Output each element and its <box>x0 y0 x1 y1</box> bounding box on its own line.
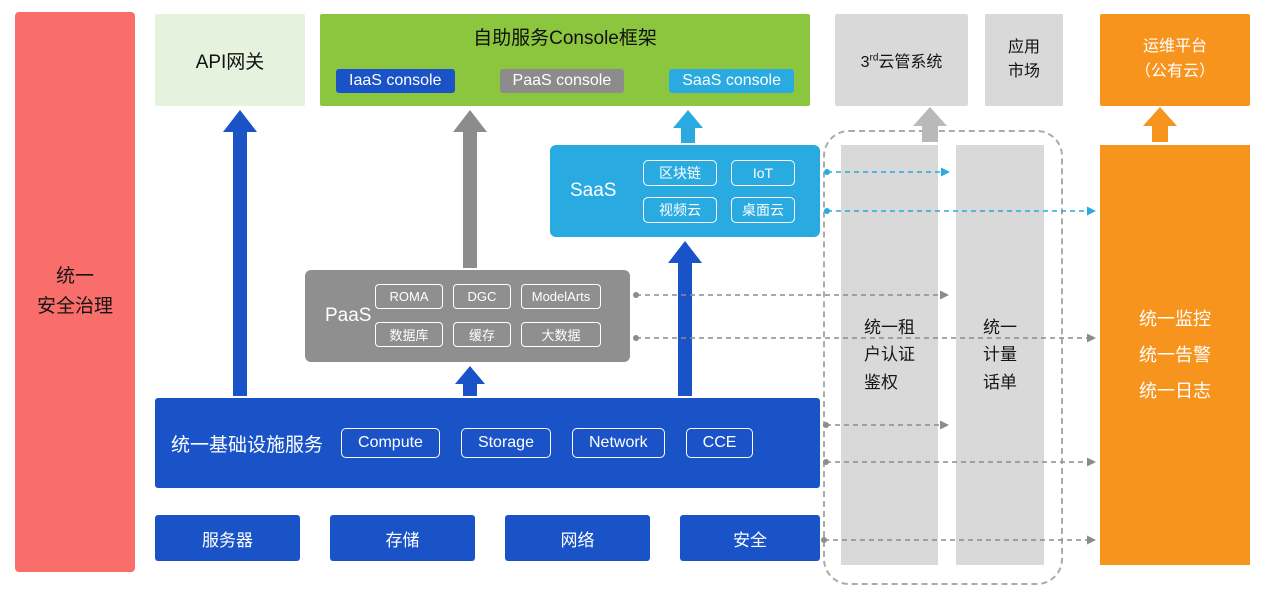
paas-item-roma: ROMA <box>375 284 443 309</box>
api-gateway-label: API网关 <box>195 51 265 73</box>
paas-item-database: 数据库 <box>375 322 443 347</box>
paas-label: PaaS <box>325 305 372 326</box>
om-platform-label: 运维平台 （公有云） <box>1134 38 1215 80</box>
app-market-box: 应用 市场 <box>985 14 1063 106</box>
saas-item-blockchain: 区块链 <box>643 160 717 186</box>
paas-item-dgc: DGC <box>453 284 511 309</box>
paas-box: PaaS ROMA DGC ModelArts 数据库 缓存 大数据 <box>305 270 630 362</box>
tenant-auth-label: 统一租 户认证 鉴权 <box>864 318 915 392</box>
security-governance-bar: 统一 安全治理 <box>15 12 135 572</box>
third-party-cms-sup: rd <box>869 52 879 64</box>
arrow-monitor-to-om-platform <box>1143 107 1177 142</box>
console-frame-box: 自助服务Console框架 IaaS console PaaS console … <box>320 14 810 106</box>
paas-item-cache: 缓存 <box>453 322 511 347</box>
infrastructure-label: 统一基础设施服务 <box>171 434 324 456</box>
infra-item-storage: Storage <box>460 428 551 458</box>
iaas-console-chip: IaaS console <box>336 69 455 93</box>
console-frame-title: 自助服务Console框架 <box>473 28 657 49</box>
app-market-label: 应用 市场 <box>1007 39 1040 80</box>
saas-console-chip: SaaS console <box>669 69 794 93</box>
metering-billing-label: 统一 计量 话单 <box>983 318 1017 392</box>
paas-items: ROMA DGC ModelArts 数据库 缓存 大数据 <box>375 284 601 347</box>
hardware-network-label: 网络 <box>560 530 595 550</box>
hardware-security-label: 安全 <box>733 530 767 550</box>
om-platform-box: 运维平台 （公有云） <box>1100 14 1250 106</box>
arrow-saas-to-console <box>673 110 703 143</box>
security-governance-label: 统一 安全治理 <box>36 265 113 317</box>
saas-box: SaaS 区块链 IoT 视频云 桌面云 <box>550 145 820 237</box>
hardware-box-security: 安全 <box>680 515 820 561</box>
monitoring-label: 统一监控 统一告警 统一日志 <box>1139 309 1211 401</box>
saas-items: 区块链 IoT 视频云 桌面云 <box>643 160 795 223</box>
hardware-server-label: 服务器 <box>202 530 253 550</box>
infra-item-network: Network <box>571 428 665 458</box>
third-party-cms-label: 3rd云管系统 <box>861 48 943 72</box>
third-party-cms-suffix: 云管系统 <box>878 54 943 71</box>
infra-item-cce: CCE <box>685 428 754 458</box>
paas-item-bigdata: 大数据 <box>521 322 601 347</box>
monitoring-bar: 统一监控 统一告警 统一日志 <box>1100 145 1250 565</box>
infra-item-compute: Compute <box>341 428 440 458</box>
infrastructure-items: Compute Storage Network CCE <box>341 428 754 458</box>
hardware-storage-label: 存储 <box>385 530 420 550</box>
saas-item-video-cloud: 视频云 <box>643 197 717 223</box>
console-row: IaaS console PaaS console SaaS console <box>336 69 794 93</box>
tenant-auth-bar: 统一租 户认证 鉴权 <box>841 145 938 565</box>
paas-item-modelarts: ModelArts <box>521 284 601 309</box>
saas-label: SaaS <box>570 180 617 201</box>
arrow-infra-to-paas <box>455 366 485 396</box>
infrastructure-box: 统一基础设施服务 Compute Storage Network CCE <box>155 398 820 488</box>
saas-item-iot: IoT <box>731 160 795 186</box>
hardware-box-network: 网络 <box>505 515 650 561</box>
third-party-cms-prefix: 3 <box>860 54 870 71</box>
third-party-cms-box: 3rd云管系统 <box>835 14 968 106</box>
arrow-infra-to-api-gateway <box>223 110 257 396</box>
saas-item-desktop-cloud: 桌面云 <box>731 197 795 223</box>
paas-console-chip: PaaS console <box>499 69 625 93</box>
hardware-box-storage: 存储 <box>330 515 475 561</box>
metering-billing-bar: 统一 计量 话单 <box>956 145 1044 565</box>
arrow-paas-to-console <box>453 110 487 268</box>
hardware-box-server: 服务器 <box>155 515 300 561</box>
arrow-infra-to-saas <box>668 241 702 396</box>
api-gateway-box: API网关 <box>155 14 305 106</box>
